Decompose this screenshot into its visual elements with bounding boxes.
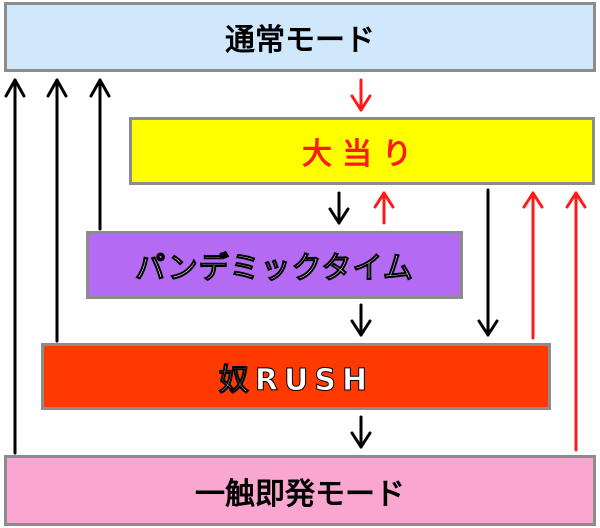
arrow-bigwin-to-rush	[477, 188, 499, 337]
normal-mode-label: 通常モード	[225, 23, 375, 58]
arrow-rush-to-bigwin	[522, 191, 544, 340]
arrow-pandemic-to-bigwin	[373, 191, 395, 225]
instant-mode-label: 一触即発モード	[195, 476, 405, 512]
instant-mode-box: 一触即発モード	[4, 455, 596, 526]
arrow-bigwin-to-pandemic	[328, 191, 350, 225]
arrow-rush-to-touch	[350, 415, 372, 449]
rush-label: 奴RUSH	[218, 362, 374, 398]
big-win-box: 大当り	[129, 117, 595, 185]
arrow-pandemic-to-rush	[350, 303, 372, 337]
pandemic-time-box: パンデミックタイム	[86, 231, 463, 299]
rush-box: 奴RUSH	[41, 343, 551, 410]
arrow-touch-to-bigwin	[565, 191, 587, 452]
big-win-label: 大当り	[302, 137, 422, 172]
arrow-rush-to-normal	[46, 78, 68, 343]
arrow-touch-to-normal	[4, 78, 26, 455]
arrow-pandemic-to-normal	[89, 78, 111, 231]
normal-mode-box: 通常モード	[4, 2, 596, 72]
pandemic-time-label: パンデミックタイム	[135, 251, 414, 287]
arrow-normal-to-bigwin	[350, 78, 372, 112]
